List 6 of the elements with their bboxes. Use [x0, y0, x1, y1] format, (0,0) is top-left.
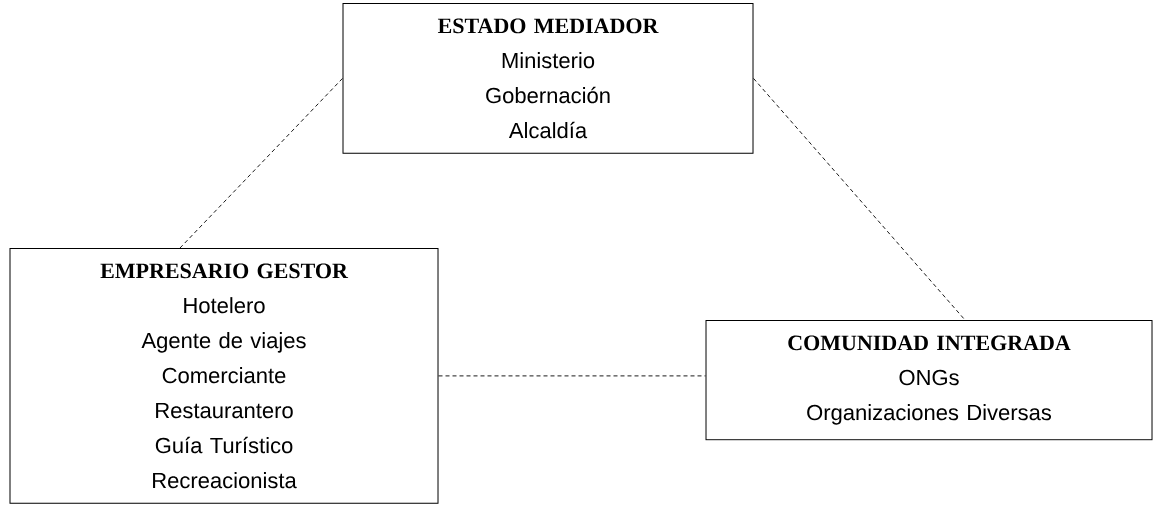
dashed-line [179, 77, 343, 249]
dashed-line [753, 77, 966, 321]
text-box: COMUNIDAD INTEGRADA ONGs Organizaciones Diversas [705, 320, 1153, 441]
dashed-line [438, 375, 706, 377]
text-box: ESTADO MEDIADOR Ministerio Gobernación Alcaldía [342, 3, 754, 154]
text-box: EMPRESARIO GESTOR Hotelero Agente de viajes Comerciante Restaurantero Guía Turístico Recreacionista [9, 248, 439, 504]
